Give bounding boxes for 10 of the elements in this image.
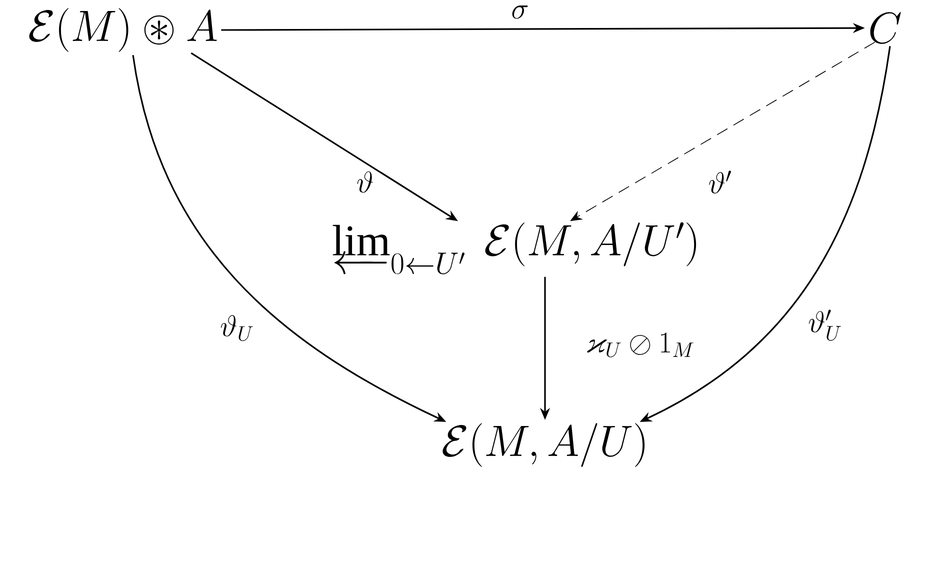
math-object: $C$ [870, 12, 901, 44]
math-object: $\varprojlim_{0\leftarrow U'}\ \mathcal{E}(M, A/U')$ [332, 222, 696, 274]
edge-label: $\varkappa_U\oslash 1_M$ [584, 332, 696, 358]
edge-label: $\vartheta_U$ [219, 314, 255, 342]
edge-label: $\sigma$ [510, 4, 530, 20]
math-object: $\mathcal{E}(M)\circledast A$ [29, 8, 217, 52]
edge-label: $\vartheta'$ [707, 170, 733, 194]
edge-label: $\vartheta'_U$ [807, 308, 843, 342]
edge-label: $\vartheta$ [355, 170, 375, 194]
math-object: $\mathcal{E}(M, A/U)$ [442, 423, 645, 467]
